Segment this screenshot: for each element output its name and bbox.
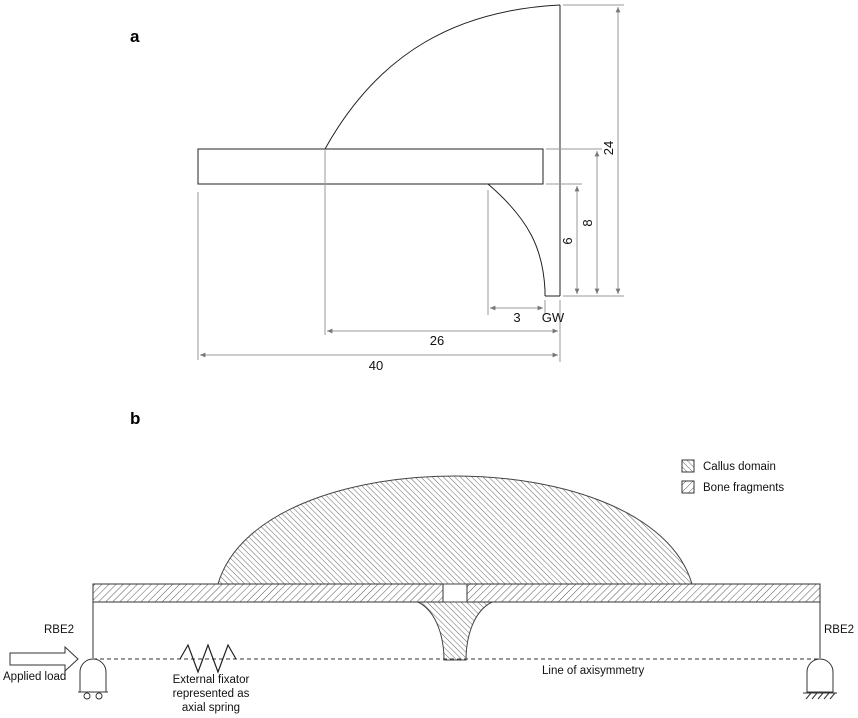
dim-label-24: 24 xyxy=(601,141,616,155)
legend: Callus domain Bone fragments xyxy=(681,459,784,494)
legend-callus-label: Callus domain xyxy=(703,461,776,473)
legend-bone-label: Bone fragments xyxy=(703,482,784,494)
dim-label-26: 26 xyxy=(430,333,444,348)
bone-fragment-left xyxy=(92,583,444,603)
fixator-label-2: represented as xyxy=(173,688,250,700)
spring-icon xyxy=(179,643,237,674)
legend-callus-swatch xyxy=(681,459,695,473)
roller-support-icon xyxy=(78,658,108,700)
bone-fragment-right xyxy=(466,583,821,603)
fixator-label-3: axial spring xyxy=(182,702,240,714)
callus-dome xyxy=(217,475,693,585)
applied-load-arrow-icon xyxy=(9,645,79,673)
rbe2-left-label: RBE2 xyxy=(44,624,74,636)
bone-fragment-outline xyxy=(197,148,544,185)
panel-b: b RBE2 RBE2 Line of axisymmetry External… xyxy=(3,409,854,714)
legend-bone-swatch xyxy=(681,480,695,494)
panel-a: a 24 8 6 3 GW 26 40 xyxy=(130,4,624,373)
panel-a-label: a xyxy=(130,27,140,46)
dim-label-8: 8 xyxy=(580,219,595,226)
applied-load-label: Applied load xyxy=(3,671,66,683)
axisymmetry-label: Line of axisymmetry xyxy=(542,665,645,677)
fixator-label-1: External fixator xyxy=(173,674,250,686)
outer-callus-arc xyxy=(324,4,561,150)
fixed-support-icon xyxy=(803,658,837,700)
dim-label-gw: GW xyxy=(542,310,565,325)
dim-label-3: 3 xyxy=(513,310,520,325)
dim-label-40: 40 xyxy=(369,358,383,373)
inner-callus-curve xyxy=(487,183,546,291)
panel-b-label: b xyxy=(130,409,140,428)
dim-label-6: 6 xyxy=(560,237,575,244)
rbe2-right-label: RBE2 xyxy=(824,624,854,636)
callus-inner xyxy=(417,601,493,661)
